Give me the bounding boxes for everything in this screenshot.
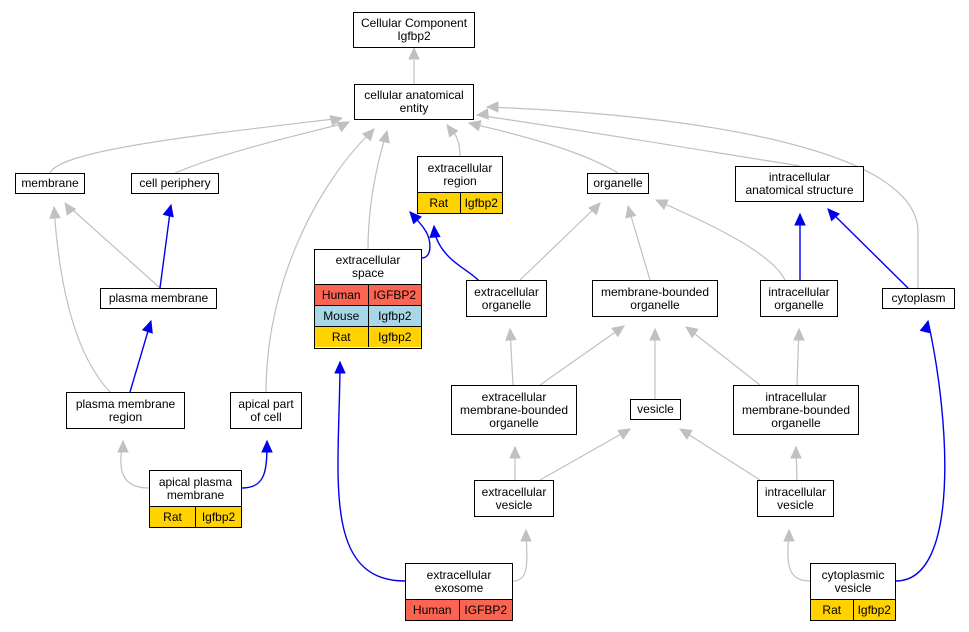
arrowhead (611, 325, 625, 338)
arrowhead (475, 108, 489, 120)
node-plasma-membrane[interactable]: plasma membrane (100, 288, 217, 309)
arrowhead (141, 319, 153, 334)
arrowhead (261, 439, 273, 453)
arrowhead (588, 202, 601, 216)
arrowhead (783, 528, 795, 542)
arrowhead (117, 439, 129, 453)
edge-ec_mb_organelle-to-membrane_bounded_organelle (539, 325, 625, 386)
gene-cell: Igfbp2 (852, 600, 895, 620)
arrowhead (162, 203, 174, 218)
arrowhead (505, 327, 517, 341)
gene-cell: Igfbp2 (367, 327, 421, 347)
species-cell-mouse: Mouse (315, 306, 368, 326)
arrowhead (520, 528, 532, 542)
arrowhead (678, 428, 693, 440)
edge-extracellular_space-to-cae (367, 130, 388, 250)
species-cell-rat: Rat (150, 507, 195, 527)
edge-cytoplasmic_vesicle-to-cytoplasm (895, 320, 946, 582)
species-cell-rat: Rat (315, 327, 368, 347)
node-vesicle[interactable]: vesicle (630, 399, 681, 420)
arrowhead (409, 211, 422, 225)
edge-intracellular_organelle-to-organelle (655, 199, 786, 281)
species-cell-human: Human (406, 600, 459, 620)
edge-cytoplasm-to-cae (486, 106, 919, 288)
node-cytoplasm[interactable]: cytoplasm (882, 288, 955, 309)
arrowhead (329, 115, 344, 127)
gene-cell: Igfbp2 (367, 306, 421, 326)
arrowhead (378, 129, 390, 144)
arrowhead (790, 445, 802, 459)
edge-plasma_membrane_region-to-membrane (53, 206, 111, 393)
species-cell-rat: Rat (418, 193, 460, 213)
gene-cell: Igfbp2 (459, 193, 502, 213)
edge-intracellular_vesicle-to-vesicle (679, 428, 761, 481)
edge-plasma_membrane-to-membrane (64, 202, 161, 289)
edge-organelle-to-cae (468, 122, 619, 174)
edge-cell_periphery-to-cae (174, 121, 350, 174)
edge-membrane-to-cae (49, 117, 343, 174)
edge-plasma_membrane-to-cell_periphery (159, 204, 172, 289)
arrowhead (509, 445, 521, 459)
gene-cell: Igfbp2 (195, 507, 241, 527)
arrowhead (336, 121, 351, 133)
species-cell-rat: Rat (811, 600, 853, 620)
node-cell-periphery[interactable]: cell periphery (131, 173, 219, 194)
arrowhead (649, 327, 661, 341)
arrowhead (64, 202, 77, 216)
edge-plasma_membrane_region-to-plasma_membrane (129, 320, 152, 393)
gene-cell: IGFBP2 (458, 600, 512, 620)
arrowhead (467, 120, 482, 132)
arrowhead (446, 124, 459, 138)
node-membrane[interactable]: membrane (15, 173, 85, 194)
arrowhead (794, 212, 806, 226)
arrowhead (49, 205, 61, 219)
arrowhead (685, 326, 699, 339)
arrowhead (919, 319, 931, 334)
edge-membrane_bounded_organelle-to-organelle (627, 205, 651, 281)
edge-extracellular_organelle-to-organelle (519, 202, 601, 281)
edge-intracellular_anatomical-to-cae (476, 114, 801, 167)
arrowhead (625, 204, 637, 219)
arrowhead (827, 208, 840, 222)
arrowhead (334, 360, 346, 374)
node-organelle[interactable]: organelle (587, 173, 649, 194)
edge-extracellular_exosome-to-extracellular_space (337, 361, 406, 582)
edge-apical_part_of_cell-to-cae (265, 128, 375, 393)
species-cell-human: Human (315, 285, 368, 305)
arrowhead (654, 199, 669, 211)
arrowhead (429, 224, 441, 238)
edge-extracellular_organelle-to-extracellular_region (433, 225, 481, 283)
arrowhead (408, 46, 420, 60)
edge-cytoplasm-to-intracellular_anatomical (827, 208, 909, 289)
arrowhead (362, 128, 375, 142)
gene-cell: IGFBP2 (367, 285, 421, 305)
arrowhead (793, 327, 805, 341)
edge-ic_mb_organelle-to-membrane_bounded_organelle (685, 326, 761, 386)
edge-extracellular_vesicle-to-vesicle (539, 428, 631, 481)
arrowhead (617, 428, 632, 440)
arrowhead (485, 101, 499, 113)
